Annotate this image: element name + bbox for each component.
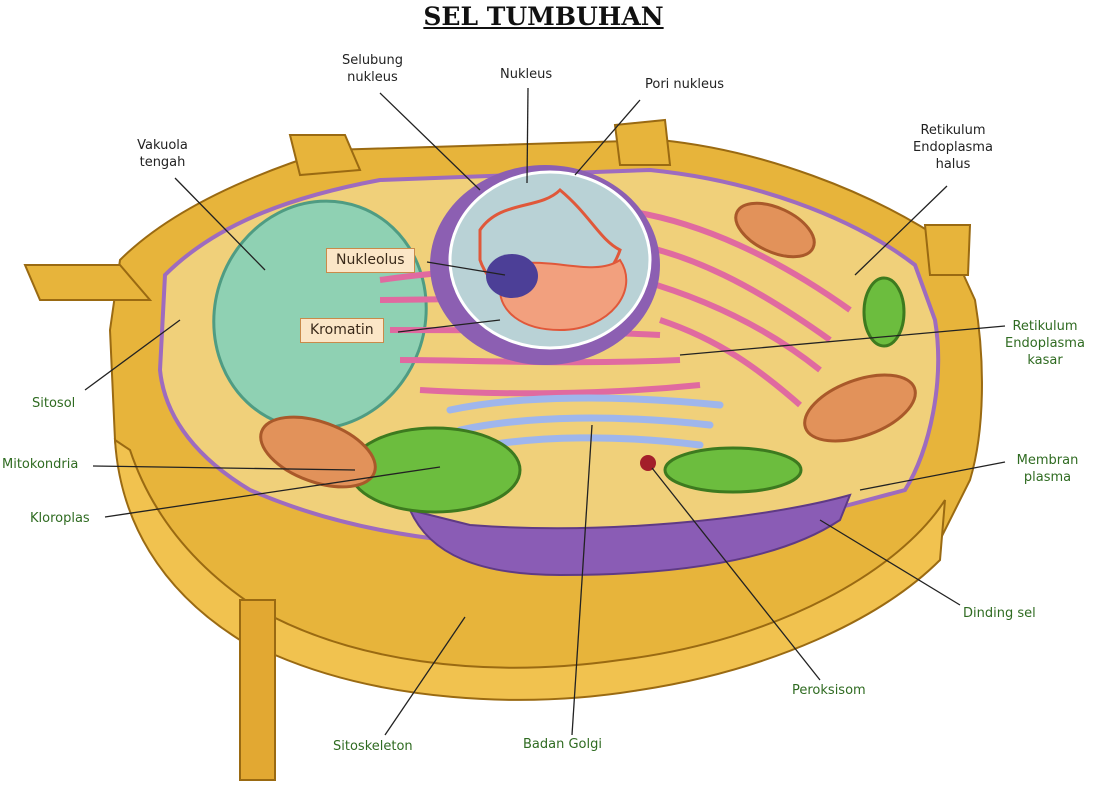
label-vakuola-tengah: Vakuola tengah <box>137 138 188 170</box>
label-retikulum-halus: Retikulum Endoplasma halus <box>913 123 993 172</box>
label-badan-golgi: Badan Golgi <box>523 737 602 752</box>
label-selubung-nukleus: Selubung nukleus <box>341 53 404 85</box>
label-pori-nukleus: Pori nukleus <box>645 77 725 92</box>
nucleus <box>430 165 660 365</box>
label-sitosol: Sitosol <box>32 396 76 411</box>
label-membran-plasma: Membran plasma <box>1016 453 1079 485</box>
label-nukleus: Nukleus <box>500 67 553 82</box>
label-retikulum-kasar: Retikulum Endoplasma kasar <box>1005 319 1085 368</box>
label-dinding-sel: Dinding sel <box>963 606 1036 621</box>
label-kloroplas: Kloroplas <box>30 511 90 526</box>
label-sitoskeleton: Sitoskeleton <box>333 739 413 754</box>
peroxisome <box>640 455 656 471</box>
label-nukleolus: Nukleolus <box>326 248 415 273</box>
label-peroksisom: Peroksisom <box>792 683 866 698</box>
leader-lines <box>84 87 1006 736</box>
label-mitokondria: Mitokondria <box>2 457 79 472</box>
diagram-title: SEL TUMBUHAN <box>423 2 664 31</box>
label-kromatin: Kromatin <box>300 318 384 343</box>
